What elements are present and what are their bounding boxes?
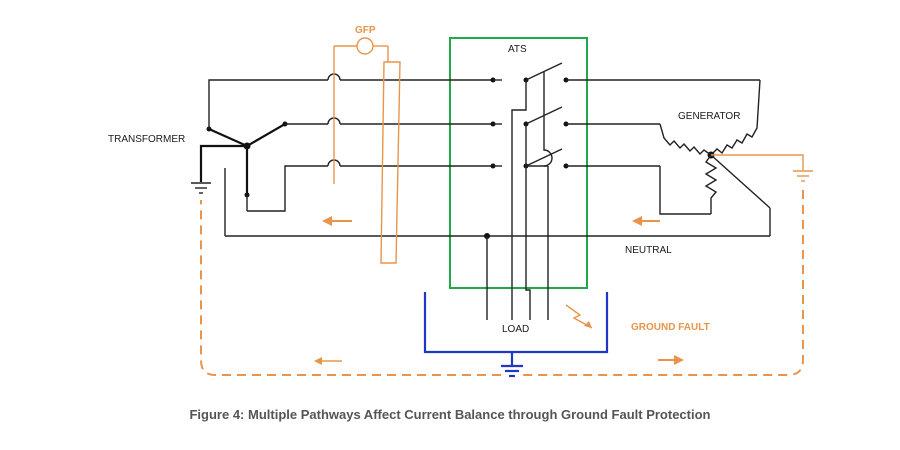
figure-caption: Figure 4: Multiple Pathways Affect Curre… [189,407,710,422]
current-arrow-icon [314,216,684,365]
ground-fault-label: GROUND FAULT [631,322,710,333]
neutral-label: NEUTRAL [625,245,672,256]
ats-switches [486,62,760,320]
gfp-sensor-icon [333,37,401,264]
neutral-bus [225,233,770,239]
ats-box [449,37,588,289]
generator-ground-icon [711,154,813,182]
generator-wye [659,79,771,236]
fault-return-path [200,190,804,376]
phase-conductors [208,73,496,236]
load-enclosure [423,292,609,378]
gfp-label: GFP [355,25,376,36]
generator-label: GENERATOR [678,111,740,122]
ats-label: ATS [508,44,527,55]
lightning-fault-icon [565,304,593,329]
transformer-ground-icon [191,144,247,194]
transformer-label: TRANSFORMER [108,134,185,145]
load-label: LOAD [502,324,529,335]
load-ground-icon [501,364,523,378]
transformer-wye [206,121,288,198]
